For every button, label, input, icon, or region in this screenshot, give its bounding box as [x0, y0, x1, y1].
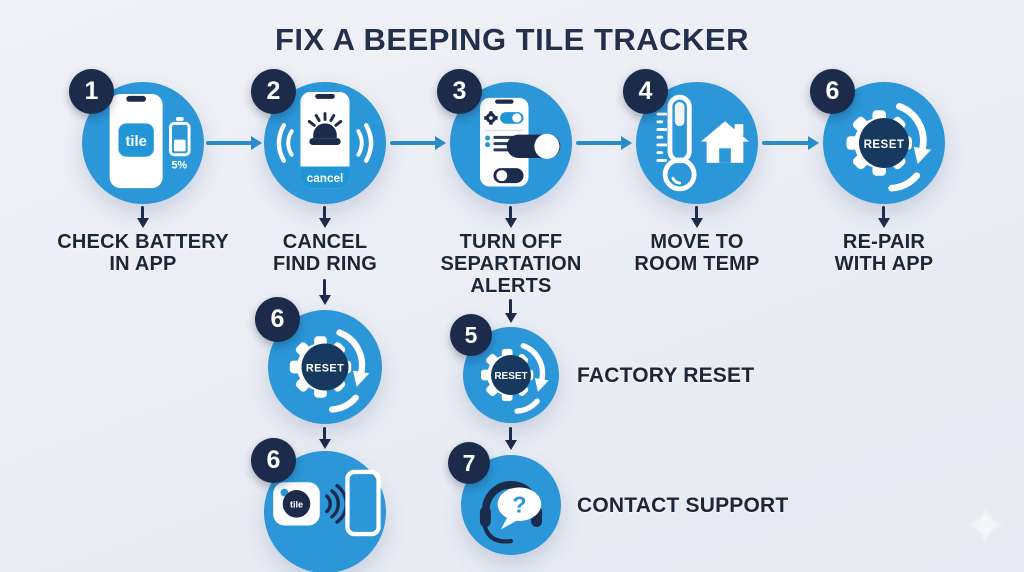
gear-reset-icon: RESET: [846, 103, 932, 192]
step-5-circle: 6 RESET: [810, 69, 945, 204]
thermometer-house-icon: [656, 94, 750, 191]
arrow-down-step-3: [509, 206, 512, 219]
arrow-down-step-1: [141, 206, 144, 219]
arrow-down-step-4: [695, 206, 698, 219]
arrow-down-cancel-branch-2: [323, 427, 326, 440]
contact-support-circle: 7 ?: [448, 442, 561, 555]
factory-reset-label: FACTORY RESET: [577, 364, 755, 387]
phone-tile-battery-icon: tile 5%: [109, 93, 191, 189]
phone-toggles-icon: [480, 97, 561, 187]
tile-ringing-phone-icon: tile: [273, 469, 381, 537]
step-2-circle: 2 cancel: [251, 69, 386, 204]
arrow-right-3: [576, 141, 622, 145]
cancel-branch-ring-circle: 6 tile: [251, 438, 386, 572]
step-4-badge: 4: [623, 69, 668, 114]
step-5-badge: 6: [810, 69, 855, 114]
step-1-circle: 1 tile 5%: [69, 69, 204, 204]
step-3-circle: 3: [437, 69, 572, 204]
contact-support-label: CONTACT SUPPORT: [577, 494, 789, 517]
svg-text:?: ?: [512, 492, 526, 518]
page-title: FIX A BEEPING TILE TRACKER: [274, 22, 749, 57]
arrow-down-alerts-branch-1: [509, 299, 512, 314]
step-4-circle: 4: [623, 69, 758, 204]
svg-text:RESET: RESET: [494, 371, 527, 382]
cancel-branch-reset-circle: 6 RESET: [255, 297, 382, 424]
svg-text:RESET: RESET: [306, 363, 344, 375]
headset-question-icon: ?: [479, 481, 543, 544]
arrow-right-1: [206, 141, 252, 145]
phone-alarm-cancel-icon: cancel: [276, 92, 374, 189]
step-3-badge: 3: [437, 69, 482, 114]
arrow-down-cancel-branch-1: [323, 279, 326, 296]
sparkle-watermark: [966, 506, 1004, 544]
gear-reset-icon: RESET: [481, 343, 549, 414]
arrow-right-4: [762, 141, 809, 145]
cancel-branch-reset-badge: 6: [255, 297, 300, 342]
svg-text:tile: tile: [126, 134, 147, 150]
svg-text:tile: tile: [290, 499, 303, 509]
step-1-badge: 1: [69, 69, 114, 114]
cancel-branch-ring-badge: 6: [251, 438, 296, 483]
svg-text:5%: 5%: [172, 160, 188, 172]
step-2-badge: 2: [251, 69, 296, 114]
arrow-right-2: [390, 141, 436, 145]
arrow-down-step-2: [323, 206, 326, 219]
factory-reset-badge: 5: [450, 314, 492, 356]
svg-text:cancel: cancel: [307, 172, 344, 185]
arrow-down-step-5: [882, 206, 885, 219]
factory-reset-circle: 5 RESET: [450, 314, 559, 423]
arrow-down-alerts-branch-2: [509, 427, 512, 441]
svg-text:RESET: RESET: [864, 139, 905, 151]
gear-reset-icon: RESET: [289, 329, 370, 413]
contact-support-badge: 7: [448, 442, 490, 484]
